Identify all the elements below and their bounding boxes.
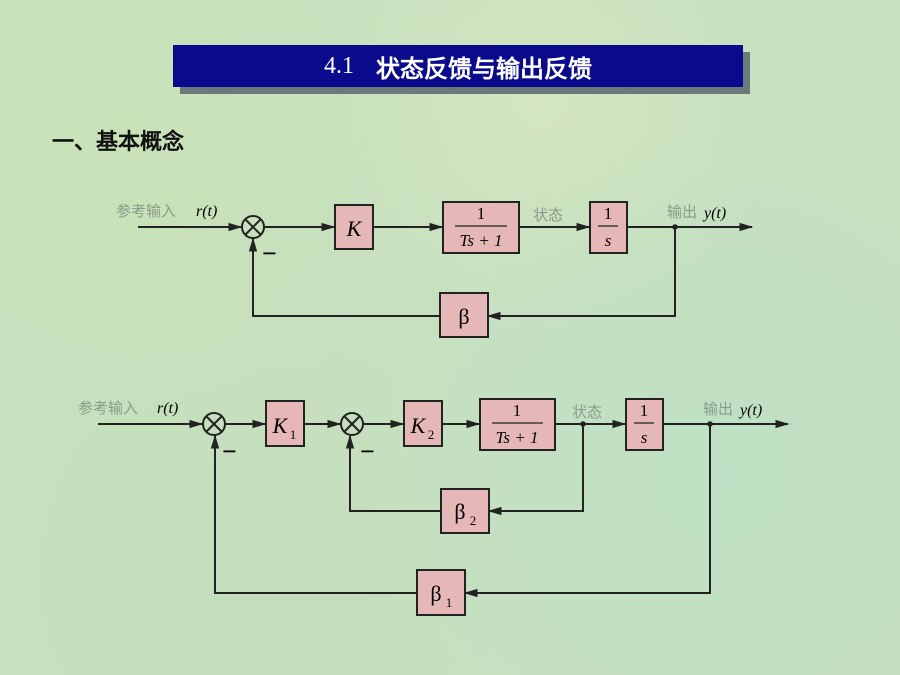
d1-gain-block [334,204,374,250]
d1-feedback-line-out [248,237,440,317]
d2-gain1-block [265,400,305,447]
d1-output-signal: y(t) [702,205,726,222]
d2-outer-feedback-sub: 1 [446,595,453,610]
d2-minus-sign-inner: − [360,437,375,466]
d2-integrator-den: s [641,428,648,447]
d2-minus-sign-outer: − [222,437,237,466]
d2-state-label: 状态 [572,403,602,421]
d2-outer-feedback-label: β [430,581,441,606]
d2-outer-feedback-line-in [463,424,711,598]
title-text: 状态反馈与输出反馈 [376,54,592,83]
d1-plant-den: Ts + 1 [460,231,503,250]
d1-integrator-num: 1 [604,204,613,223]
d1-input-signal: r(t) [196,203,217,220]
title-bar: 4.1 状态反馈与输出反馈 [173,45,743,87]
d1-summing-junction [241,215,265,239]
d2-output-signal: y(t) [738,402,762,419]
d1-feedback-block [439,292,489,338]
d2-outer-feedback-line-out [210,434,417,594]
d2-gain1-sub: 1 [290,427,297,442]
d1-input-label: 参考输入 [116,202,176,220]
d2-summing-junction-outer [202,412,226,436]
d1-feedback-line-in [486,227,676,321]
d2-inner-feedback-block [440,488,490,534]
d2-integrator-num: 1 [640,401,649,420]
title-number: 4.1 [324,52,354,79]
d2-plant-den: Ts + 1 [496,428,539,447]
diagram-1: 参考输入 r(t) − K 1 Ts + 1 状态 1 s 输出 y(t) β [116,201,754,338]
d1-minus-sign: − [262,239,277,268]
d2-plant-num: 1 [513,401,522,420]
d2-input-label: 参考输入 [78,399,138,417]
d2-inner-feedback-sub: 2 [470,513,477,528]
diagram-2: 参考输入 r(t) − K 1 − K 2 1 Ts + 1 状态 [78,398,790,616]
d1-integrator-den: s [605,231,612,250]
d2-inner-feedback-line-out [345,434,441,512]
d1-plant-num: 1 [477,204,486,223]
d1-gain-label: K [346,216,363,241]
d2-plant-block [479,398,556,451]
d2-gain2-label: K [410,413,427,438]
d2-inner-feedback-line-in [487,424,584,516]
d1-state-label: 状态 [533,206,563,224]
d1-output-label: 输出 [667,203,697,221]
section-heading: 一、基本概念 [52,130,185,155]
d2-summing-junction-inner [340,412,364,436]
d2-output-label: 输出 [703,400,733,418]
d1-feedback-label: β [458,304,469,329]
d1-plant-block [442,201,520,254]
d2-inner-feedback-label: β [454,499,465,524]
d2-gain1-label: K [272,413,289,438]
d2-gain2-sub: 2 [428,427,435,442]
d2-input-signal: r(t) [157,400,178,417]
